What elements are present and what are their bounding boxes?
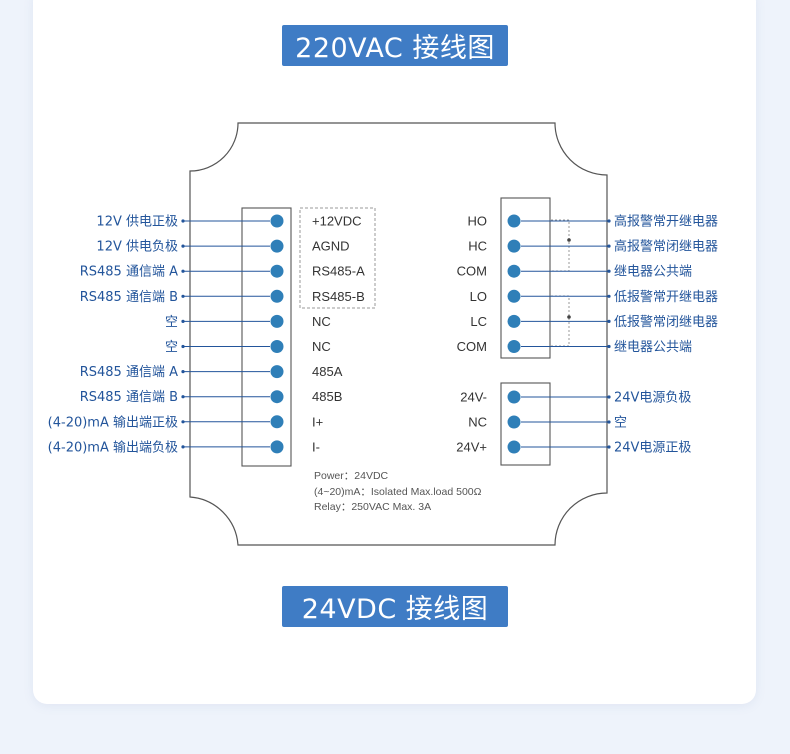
terminal-function-label: 继电器公共端: [614, 265, 692, 280]
terminal-port-label: 485B: [312, 389, 342, 404]
note-power: Power：24VDC: [314, 470, 389, 482]
terminal-dot: [270, 340, 284, 353]
terminal-function-label: RS485 通信端 B: [80, 290, 178, 305]
power-terminal-group: 24V电源负极 24V- 空 NC 24V电源正极 24V+: [456, 390, 691, 456]
leader-end-dot: [181, 395, 185, 399]
dashed-group-box: [299, 207, 376, 309]
terminal-port-label: HO: [468, 214, 488, 229]
terminal-function-label: 空: [165, 340, 178, 355]
terminal-function-label: 12V 供电正极: [96, 215, 178, 230]
terminal-function-label: 24V电源正极: [614, 441, 691, 456]
terminal-dot: [507, 314, 521, 328]
left-terminal-block: [241, 207, 292, 467]
terminal-port-label: NC: [312, 314, 331, 329]
leader-end-dot: [181, 319, 185, 323]
leader-end-dot: [607, 420, 611, 424]
terminal-dot: [507, 415, 521, 429]
leader-end-dot: [181, 219, 185, 223]
terminal-dot: [270, 214, 284, 228]
terminal-port-label: I-: [312, 439, 320, 454]
title-24vdc: 24VDC 接线图: [282, 586, 508, 627]
terminal-dot: [270, 390, 284, 404]
terminal-dot: [270, 365, 284, 379]
terminal-port-label: LC: [470, 314, 487, 329]
terminal-function-label: 低报警常开继电器: [614, 289, 718, 305]
terminal-function-label: RS485 通信端 A: [80, 265, 178, 280]
enclosure-outline: [189, 122, 608, 546]
terminal-dot: [507, 239, 521, 253]
terminal-port-label: 24V+: [456, 440, 487, 455]
terminal-port-label: AGND: [312, 239, 350, 254]
leader-end-dot: [181, 420, 185, 424]
terminal-port-label: +12VDC: [312, 214, 362, 229]
leader-end-dot: [607, 344, 611, 349]
terminal-function-label: 高报警常闭继电器: [614, 239, 718, 255]
terminal-function-label: 高报警常开继电器: [614, 214, 718, 230]
terminal-function-label: 低报警常闭继电器: [614, 314, 718, 330]
leader-end-dot: [181, 244, 185, 248]
terminal-port-label: 485A: [312, 364, 343, 379]
terminal-function-label: RS485 通信端 A: [80, 365, 178, 380]
note-current-output: (4~20)mA：Isolated Max.load 500Ω: [314, 486, 482, 498]
terminal-dot: [270, 415, 284, 429]
leader-end-dot: [607, 319, 611, 323]
terminal-function-label: RS485 通信端 B: [80, 390, 178, 405]
terminal-function-label: (4-20)mA 输出端负极: [48, 439, 178, 455]
terminal-port-label: NC: [312, 339, 331, 354]
terminal-function-label: 继电器公共端: [614, 340, 692, 355]
note-relay: Relay：250VAC Max. 3A: [314, 501, 431, 513]
leader-end-dot: [607, 269, 611, 273]
terminal-port-label: 24V-: [460, 390, 487, 405]
terminal-dot: [507, 214, 521, 228]
terminal-dot: [270, 314, 284, 328]
leader-end-dot: [181, 445, 185, 449]
terminal-port-label: LO: [470, 289, 487, 304]
terminal-dot: [507, 440, 521, 454]
leader-end-dot: [181, 344, 185, 349]
terminal-port-label: I+: [312, 414, 323, 429]
left-terminal-group: 12V 供电正极 +12VDC 12V 供电负极 AGND RS485 通信端 A RS4…: [48, 214, 365, 456]
low-relay-node: [567, 315, 571, 319]
terminal-dot: [270, 264, 284, 278]
terminal-port-label: RS485-A: [312, 264, 365, 279]
terminal-dot: [270, 440, 284, 454]
terminal-function-label: (4-20)mA 输出端正极: [48, 414, 178, 430]
power-terminal-block: [500, 382, 551, 466]
terminal-dot: [270, 289, 284, 303]
terminal-function-label: 空: [614, 416, 627, 431]
terminal-function-label: 24V电源负极: [614, 391, 691, 406]
leader-end-dot: [607, 294, 611, 298]
leader-end-dot: [607, 395, 611, 399]
terminal-dot: [270, 239, 284, 253]
leader-end-dot: [607, 244, 611, 248]
terminal-dot: [507, 289, 521, 303]
leader-end-dot: [607, 219, 611, 223]
terminal-port-label: NC: [468, 415, 487, 430]
terminal-port-label: HC: [468, 239, 487, 254]
terminal-dot: [507, 390, 521, 404]
leader-end-dot: [607, 445, 611, 449]
title-220vac: 220VAC 接线图: [282, 25, 508, 66]
terminal-port-label: COM: [457, 264, 487, 279]
terminal-dot: [507, 264, 521, 278]
leader-end-dot: [181, 269, 185, 273]
terminal-function-label: 12V 供电负极: [96, 240, 178, 255]
relay-terminal-block: [500, 197, 551, 359]
leader-end-dot: [181, 294, 185, 298]
terminal-port-label: COM: [457, 339, 487, 354]
leader-end-dot: [181, 370, 185, 374]
terminal-function-label: 空: [165, 315, 178, 330]
terminal-dot: [507, 340, 521, 353]
relay-terminal-group: 高报警常开继电器 HO 高报警常闭继电器 HC 继电器公共端 COM 低报警常开继电器 LO 低…: [457, 214, 718, 356]
terminal-port-label: RS485-B: [312, 289, 365, 304]
high-relay-node: [567, 238, 571, 242]
